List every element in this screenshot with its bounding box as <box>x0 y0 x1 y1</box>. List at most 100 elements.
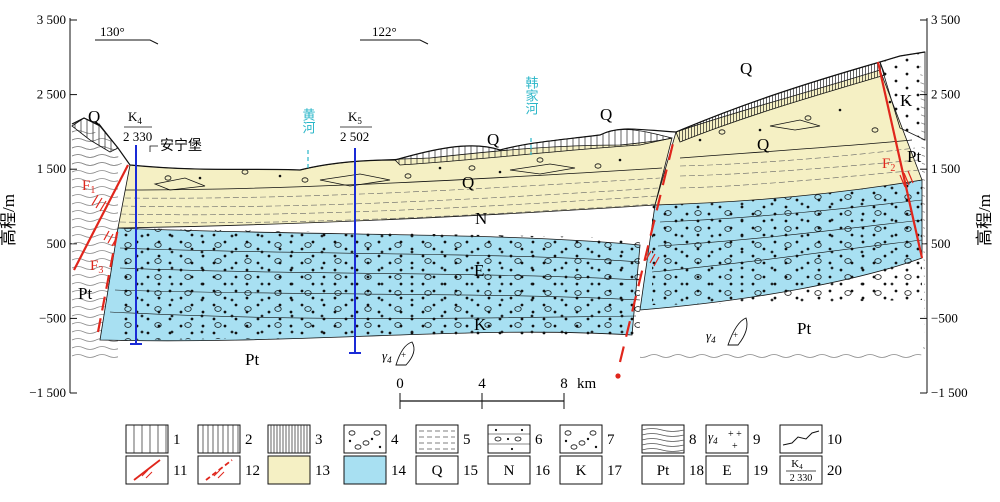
bearing-130: 130° <box>95 24 159 45</box>
legend-item-19: E 19 <box>705 455 768 485</box>
granite-intrusion-2: γ4 + <box>706 317 748 346</box>
svg-text:γ4: γ4 <box>706 328 716 345</box>
legend-item-8: 8 <box>641 424 697 454</box>
scale-bar: 0 4 8 km <box>396 376 597 409</box>
legend-symbol-text: Q <box>432 463 443 479</box>
scale-tick-8: 8 <box>560 376 568 392</box>
legend-item-3: 3 <box>267 424 323 454</box>
right-tick-label: 2 500 <box>931 87 960 102</box>
q-dots <box>198 100 892 180</box>
legend-item-1: 1 <box>125 424 181 454</box>
legend-item-18: Pt 18 <box>641 455 704 485</box>
label-k-1: K <box>474 315 487 334</box>
legend-item-6: 6 <box>487 424 543 454</box>
well-k4 <box>130 145 142 345</box>
legend-number: 4 <box>391 432 399 448</box>
legend-number: 19 <box>753 463 768 479</box>
legend-number: 10 <box>827 432 842 448</box>
legend-item-12: 12 <box>197 455 260 485</box>
well-k5-id: K5 <box>348 109 362 126</box>
topography-line <box>71 51 926 171</box>
n-bedding-lines <box>119 147 921 224</box>
legend-item-16: N 16 <box>487 455 551 485</box>
left-tick-label: 2 500 <box>37 87 66 102</box>
legend-item-7: 7 <box>559 424 615 454</box>
well-k4-depth: 2 330 <box>123 129 152 144</box>
legend-number: 9 <box>753 432 761 448</box>
legend-symbol-text: Pt <box>657 463 670 479</box>
legend-number: 17 <box>607 463 623 479</box>
legend-symbol-text: K <box>576 463 587 479</box>
legend-number: 2 <box>245 432 253 448</box>
right-tick-label: −1 500 <box>931 385 968 400</box>
legend-item-14: 14 <box>343 455 407 485</box>
granite-intrusion-1: γ4 + <box>382 341 415 366</box>
legend-number: 16 <box>535 463 551 479</box>
legend-item-15: Q 15 <box>415 455 478 485</box>
legend-number: 11 <box>173 463 187 479</box>
legend-number: 12 <box>245 463 260 479</box>
fault-label-f1: F1 <box>82 178 95 196</box>
legend-item-4: 4 <box>343 424 399 454</box>
right-tick-label: 1 500 <box>931 161 960 176</box>
right-tick-label: −500 <box>931 310 958 325</box>
label-n: N <box>475 209 487 228</box>
left-tick-label: 3 500 <box>37 12 66 27</box>
legend-number: 3 <box>315 432 323 448</box>
legend-number: 1 <box>173 432 181 448</box>
well-k5 <box>349 148 361 354</box>
legend-item-17: K 17 <box>559 455 623 485</box>
legend-number: 7 <box>607 432 615 448</box>
legend-granite-symbol: γ4 <box>708 429 718 446</box>
legend-item-5: 5 <box>415 424 471 454</box>
legend-number: 6 <box>535 432 543 448</box>
scale-unit: km <box>577 376 597 392</box>
label-q-6: Q <box>757 135 769 154</box>
legend-number: 8 <box>689 432 697 448</box>
legend-item-13: 13 <box>267 455 330 485</box>
label-q-5: Q <box>740 59 752 78</box>
label-k-2: K <box>900 91 913 110</box>
legend-symbol-text: N <box>504 463 515 479</box>
label-q-1: Q <box>88 107 100 126</box>
svg-text:+: + <box>401 350 406 360</box>
left-tick-label: 500 <box>47 236 67 251</box>
scale-tick-0: 0 <box>396 376 404 392</box>
legend-number: 5 <box>463 432 471 448</box>
label-q-2: Q <box>462 173 474 192</box>
y-axis-label-left: 高程/m <box>0 194 18 246</box>
well-k5-depth: 2 502 <box>340 129 369 144</box>
label-q-4: Q <box>600 105 612 124</box>
label-pt-2: Pt <box>245 350 259 369</box>
scale-tick-4: 4 <box>478 376 486 392</box>
svg-text:γ4: γ4 <box>382 348 392 365</box>
legend-item-10: 10 <box>779 424 842 454</box>
legend-item-2: 2 <box>197 424 253 454</box>
left-tick-label: −500 <box>39 310 66 325</box>
river-hanjiahe: 韩家河 <box>524 76 539 115</box>
label-pt-3: Pt <box>797 319 811 338</box>
fault-label-f2: F2 <box>882 156 895 174</box>
legend-item-11: 11 <box>125 455 187 485</box>
svg-text:2 330: 2 330 <box>790 473 813 484</box>
label-pt-4: Pt <box>907 147 921 166</box>
legend-symbol-text: E <box>722 463 731 479</box>
right-tick-label: 3 500 <box>931 12 960 27</box>
svg-text:+: + <box>732 441 738 452</box>
label-e: E <box>474 261 484 280</box>
svg-text:+ +: + + <box>728 429 742 440</box>
legend-number: 15 <box>463 463 478 479</box>
legend-number: 18 <box>689 463 704 479</box>
blue-bedding-lines <box>109 199 923 319</box>
svg-text:K4: K4 <box>791 458 803 471</box>
right-tick-label: 500 <box>931 236 951 251</box>
well-k4-id: K4 <box>128 109 142 126</box>
svg-text:+: + <box>733 330 738 340</box>
left-tick-label: 1 500 <box>37 161 66 176</box>
label-q-3: Q <box>487 130 499 149</box>
fault-middle <box>618 134 677 363</box>
river-huanghe: 黄河 <box>301 108 316 134</box>
legend-number: 20 <box>827 463 842 479</box>
